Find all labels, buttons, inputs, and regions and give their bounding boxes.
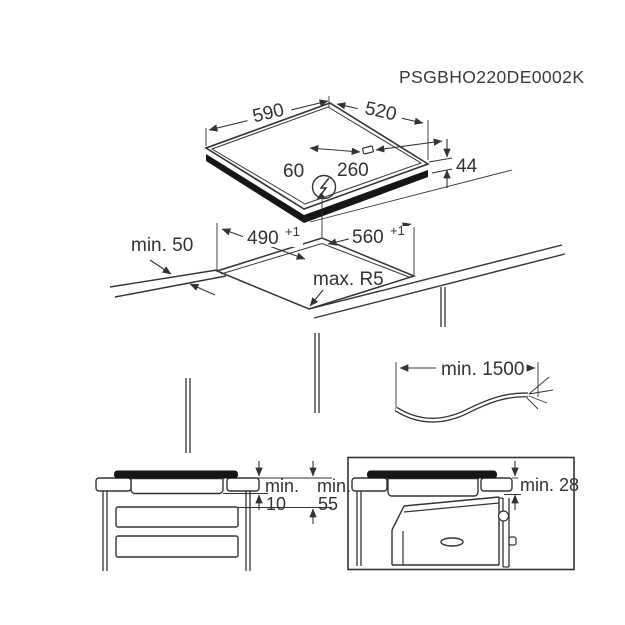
cable-terminal-box bbox=[362, 145, 374, 155]
label-min-55-word: min. bbox=[317, 476, 351, 496]
hob-body-section bbox=[130, 477, 224, 495]
panel-border bbox=[347, 456, 575, 571]
label-min-10-value: 10 bbox=[266, 494, 286, 514]
label-min-10-word: min. bbox=[265, 476, 299, 496]
cable-length-diagram: min. 1500 bbox=[394, 359, 554, 423]
label-min-50: min. 50 bbox=[131, 235, 193, 256]
cutout-inner-edge bbox=[220, 242, 410, 278]
label-min-1500: min. 1500 bbox=[441, 359, 524, 380]
hob-body-section-2 bbox=[387, 477, 479, 497]
dim-60: 60 bbox=[283, 161, 304, 182]
counter-left-2 bbox=[351, 477, 388, 492]
electrical-connection-icon bbox=[311, 174, 337, 200]
dim-line-260 bbox=[375, 138, 443, 153]
dim-560-tolerance: +1 bbox=[390, 223, 405, 238]
dim-44: 44 bbox=[456, 156, 478, 177]
dim-260: 260 bbox=[337, 160, 369, 181]
drawer-clearance-view: min. 10 min. 55 bbox=[95, 461, 351, 571]
oven-handle bbox=[440, 537, 464, 547]
oven-side-handle bbox=[508, 536, 517, 546]
extension-line bbox=[309, 169, 513, 223]
label-max-r5: max. R5 bbox=[313, 269, 384, 290]
dim-520: 520 bbox=[363, 98, 398, 125]
worktop-cutout-view: 490 +1 560 +1 min. 50 max. R5 bbox=[109, 195, 566, 453]
counter-right-2 bbox=[480, 477, 513, 492]
min50-arrow-a bbox=[149, 259, 172, 275]
label-min-28: min. 28 bbox=[520, 475, 579, 495]
dim-560: 560 bbox=[352, 227, 384, 248]
cabinet-legs bbox=[185, 287, 446, 453]
hob-top-view: 590 520 60 260 44 bbox=[204, 95, 513, 223]
counter-left bbox=[95, 477, 132, 492]
label-min-55-value: 55 bbox=[318, 494, 338, 514]
drawer-2 bbox=[115, 535, 239, 558]
cable-wire-ends bbox=[526, 376, 554, 410]
product-code: PSGBHO220DE0002K bbox=[399, 67, 584, 87]
hob-glass-section bbox=[114, 470, 238, 479]
oven-clearance-view: min. 28 bbox=[347, 456, 579, 571]
drawer-1 bbox=[115, 506, 239, 528]
hob-body-band bbox=[206, 154, 428, 223]
max-r5-arrow bbox=[309, 289, 324, 307]
power-cable bbox=[394, 392, 529, 423]
counter-right bbox=[226, 477, 260, 492]
oven bbox=[391, 496, 517, 568]
min50-arrow-b bbox=[189, 283, 216, 296]
dim-590: 590 bbox=[250, 100, 286, 128]
dim-line-60 bbox=[309, 144, 361, 156]
hob-glass-section-2 bbox=[367, 470, 497, 479]
dim-490: 490 bbox=[247, 228, 279, 249]
dim-490-tolerance: +1 bbox=[285, 224, 300, 239]
oven-side-knob bbox=[497, 510, 510, 522]
